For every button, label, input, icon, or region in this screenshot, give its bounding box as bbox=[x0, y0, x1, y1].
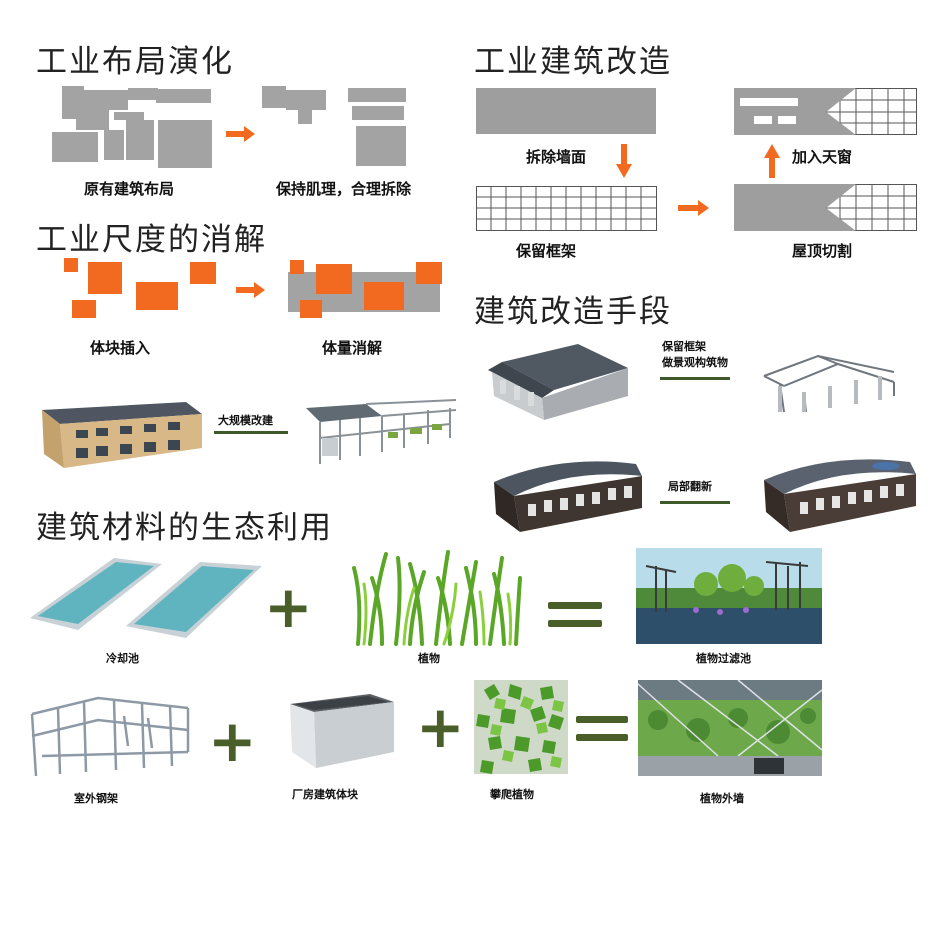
caption-factory-block: 厂房建筑体块 bbox=[292, 788, 358, 801]
caption-keep-frame: 保留框架 bbox=[516, 242, 577, 260]
caption-keep-texture: 保持肌理，合理拆除 bbox=[276, 180, 412, 198]
plant-filter-pool-image bbox=[636, 548, 822, 644]
steel-frame-structure-image bbox=[763, 354, 895, 413]
caption-block-insert: 体块插入 bbox=[90, 339, 151, 357]
refurbished-warehouse-image bbox=[764, 459, 916, 532]
arrow-right-3 bbox=[678, 200, 709, 216]
skylight-diagram bbox=[734, 88, 917, 135]
plus-sign-2: + bbox=[208, 707, 257, 775]
wall-block bbox=[476, 88, 656, 134]
frame-grid bbox=[476, 186, 657, 231]
roof-cut-diagram bbox=[734, 184, 917, 231]
arrow-green-1 bbox=[214, 431, 288, 434]
title-layout-evolution: 工业布局演化 bbox=[36, 44, 234, 80]
frame-building-image bbox=[306, 399, 457, 464]
arrow-right-2 bbox=[236, 282, 265, 298]
caption-climbing-plants: 攀爬植物 bbox=[490, 788, 534, 801]
arrow-green-2 bbox=[660, 377, 730, 380]
caption-plant-filter-pool: 植物过滤池 bbox=[696, 652, 751, 665]
title-renovation: 工业建筑改造 bbox=[474, 44, 672, 80]
caption-method-keep-frame: 保留框架 bbox=[662, 340, 706, 353]
caption-plant-wall: 植物外墙 bbox=[700, 792, 744, 805]
cooling-pool-image bbox=[30, 558, 262, 638]
caption-volume-dissolve: 体量消解 bbox=[322, 339, 383, 357]
factory-block-image bbox=[290, 694, 394, 768]
plus-sign-1: + bbox=[264, 573, 313, 641]
title-materials: 建筑材料的生态利用 bbox=[36, 510, 333, 546]
caption-roof-cut: 屋顶切割 bbox=[792, 242, 853, 260]
warehouse-image-1 bbox=[488, 344, 628, 420]
caption-add-skylight: 加入天窗 bbox=[792, 148, 853, 166]
plant-wall-image bbox=[637, 679, 823, 776]
warehouse-image-2 bbox=[494, 461, 642, 532]
arrow-right-1 bbox=[226, 126, 255, 142]
plus-sign-3: + bbox=[416, 693, 465, 761]
caption-original-layout: 原有建筑布局 bbox=[84, 180, 175, 198]
caption-remove-wall: 拆除墙面 bbox=[526, 148, 587, 166]
caption-cooling-pool: 冷却池 bbox=[106, 652, 139, 665]
arrow-up bbox=[764, 144, 780, 178]
caption-method-landscape: 做景观构筑物 bbox=[662, 356, 728, 369]
caption-outdoor-steel-frame: 室外钢架 bbox=[74, 792, 118, 805]
equals-sign-1 bbox=[548, 602, 602, 638]
caption-partial-refurbish: 局部翻新 bbox=[668, 480, 712, 493]
climbing-plants-image bbox=[474, 680, 568, 774]
brick-building-image bbox=[42, 402, 202, 468]
arrow-green-3 bbox=[660, 501, 730, 504]
caption-large-renovation: 大规模改建 bbox=[218, 414, 273, 427]
title-scale-dissolve: 工业尺度的消解 bbox=[36, 222, 267, 258]
plants-grass-image bbox=[352, 548, 522, 646]
equals-sign-2 bbox=[576, 716, 628, 752]
arrow-down bbox=[616, 144, 632, 178]
title-methods: 建筑改造手段 bbox=[474, 294, 672, 330]
caption-plants: 植物 bbox=[418, 652, 440, 665]
outdoor-steel-frame-image bbox=[30, 696, 190, 777]
